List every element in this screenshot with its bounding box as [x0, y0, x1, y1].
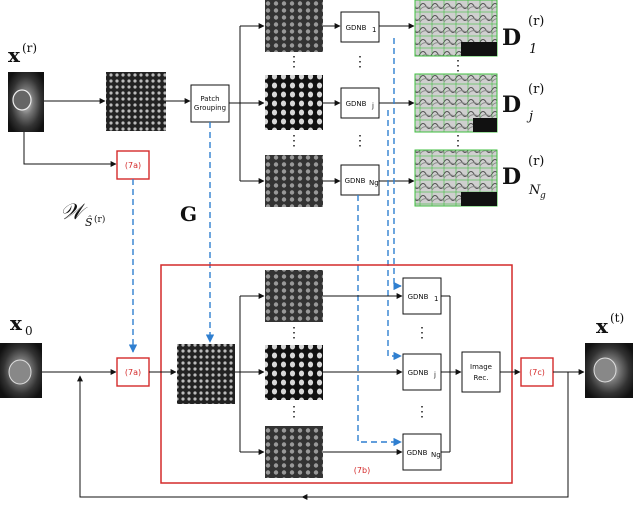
- input-image-ref: [8, 72, 44, 132]
- label-x-ref: x: [8, 43, 21, 67]
- svg-text:(r): (r): [94, 214, 105, 225]
- step-7a-top: (7a): [116, 150, 150, 180]
- svg-text:(r): (r): [528, 154, 544, 169]
- svg-text:j: j: [526, 109, 533, 124]
- patch-grouping-box: Patch Grouping: [190, 84, 230, 123]
- group-image-top-1: [265, 0, 323, 52]
- label-x0: x: [10, 311, 23, 335]
- frame-7b: [160, 264, 513, 484]
- svg-text:Rec.: Rec.: [474, 374, 489, 382]
- svg-text:g: g: [540, 191, 546, 201]
- vdots-top-a: ⋮: [287, 54, 301, 70]
- svg-text:j: j: [371, 102, 374, 110]
- svg-text:GDNB: GDNB: [346, 100, 367, 108]
- gdnb-bottom-n: GDNB Ng: [402, 433, 442, 471]
- label-g: G: [180, 202, 197, 226]
- svg-text:(7c): (7c): [529, 368, 545, 377]
- gdnb-bottom-1: GDNB 1: [402, 277, 442, 315]
- svg-text:GDNB: GDNB: [408, 293, 429, 301]
- svg-text:(7a): (7a): [125, 161, 141, 170]
- svg-text:Grouping: Grouping: [194, 104, 226, 112]
- label-dn: D N g (r): [502, 154, 546, 201]
- dictionary-1: [414, 0, 498, 57]
- image-rec-box: Image Rec.: [461, 351, 501, 393]
- svg-text:j: j: [433, 371, 436, 379]
- vdots-gdnb-bot-b: ⋮: [415, 404, 429, 420]
- gdnb-top-j: GDNB j: [340, 87, 380, 119]
- step-7a-bottom: (7a): [116, 357, 150, 387]
- vdots-top-b: ⋮: [287, 133, 301, 149]
- label-dj: D j (r): [502, 82, 544, 124]
- svg-text:(r): (r): [528, 14, 544, 29]
- step-7b-label: (7b): [354, 466, 370, 475]
- svg-text:D: D: [502, 25, 521, 51]
- vdots-gdnb-top-a: ⋮: [353, 54, 367, 70]
- svg-text:GDNB: GDNB: [345, 177, 366, 185]
- svg-text:Ŝ: Ŝ: [85, 215, 93, 229]
- svg-text:1: 1: [529, 42, 537, 57]
- arrow-ref-to-7a: [23, 132, 117, 167]
- group-image-bot-j: [265, 345, 323, 400]
- feedback-loop-arrow: [77, 372, 569, 498]
- svg-text:Ng: Ng: [431, 451, 441, 459]
- label-x-ref-sup: (r): [22, 41, 37, 55]
- group-image-top-n: [265, 155, 323, 207]
- group-image-bot-1: [265, 270, 323, 322]
- label-xt-sup: (t): [610, 311, 624, 325]
- svg-text:𝒲: 𝒲: [60, 200, 88, 225]
- svg-text:Ng: Ng: [369, 179, 379, 187]
- output-image-xt: [585, 343, 633, 398]
- svg-text:GDNB: GDNB: [407, 449, 428, 457]
- label-d1: D 1 (r): [502, 14, 544, 57]
- svg-text:Patch: Patch: [200, 95, 219, 103]
- vdots-bot-b: ⋮: [287, 404, 301, 420]
- label-x0-sub: 0: [25, 324, 33, 338]
- dictionary-n: [414, 149, 498, 207]
- dashed-dn-to-gdnbn: [357, 195, 402, 447]
- gdnb-top-n: GDNB Ng: [340, 164, 380, 196]
- step-7c: (7c): [520, 357, 554, 387]
- input-image-x0: [0, 343, 42, 398]
- svg-text:D: D: [502, 92, 521, 118]
- vdots-gdnb-bot-a: ⋮: [415, 325, 429, 341]
- patch-image-top: [106, 72, 166, 131]
- svg-text:N: N: [528, 183, 541, 198]
- svg-text:GDNB: GDNB: [408, 369, 429, 377]
- svg-text:D: D: [502, 164, 521, 190]
- svg-text:1: 1: [372, 26, 376, 34]
- vdots-bot-a: ⋮: [287, 325, 301, 341]
- svg-text:1: 1: [434, 295, 438, 303]
- label-w: 𝒲 Ŝ (r): [60, 200, 105, 229]
- vdots-dict-a: ⋮: [451, 58, 465, 74]
- patch-image-bottom: [177, 344, 235, 404]
- dictionary-j: [414, 73, 498, 133]
- dashed-d1-to-gdnb1: [393, 38, 402, 291]
- vdots-dict-b: ⋮: [451, 133, 465, 149]
- gdnb-bottom-j: GDNB j: [402, 353, 442, 391]
- gdnb-top-1: GDNB 1: [340, 11, 380, 43]
- svg-text:(r): (r): [528, 82, 544, 97]
- dashed-dj-to-gdnbj: [387, 110, 402, 361]
- svg-text:(7a): (7a): [125, 368, 141, 377]
- vdots-gdnb-top-b: ⋮: [353, 133, 367, 149]
- group-image-bot-n: [265, 426, 323, 478]
- label-xt: x: [596, 314, 609, 338]
- svg-text:GDNB: GDNB: [346, 24, 367, 32]
- svg-text:Image: Image: [470, 363, 492, 371]
- group-image-top-j: [265, 75, 323, 130]
